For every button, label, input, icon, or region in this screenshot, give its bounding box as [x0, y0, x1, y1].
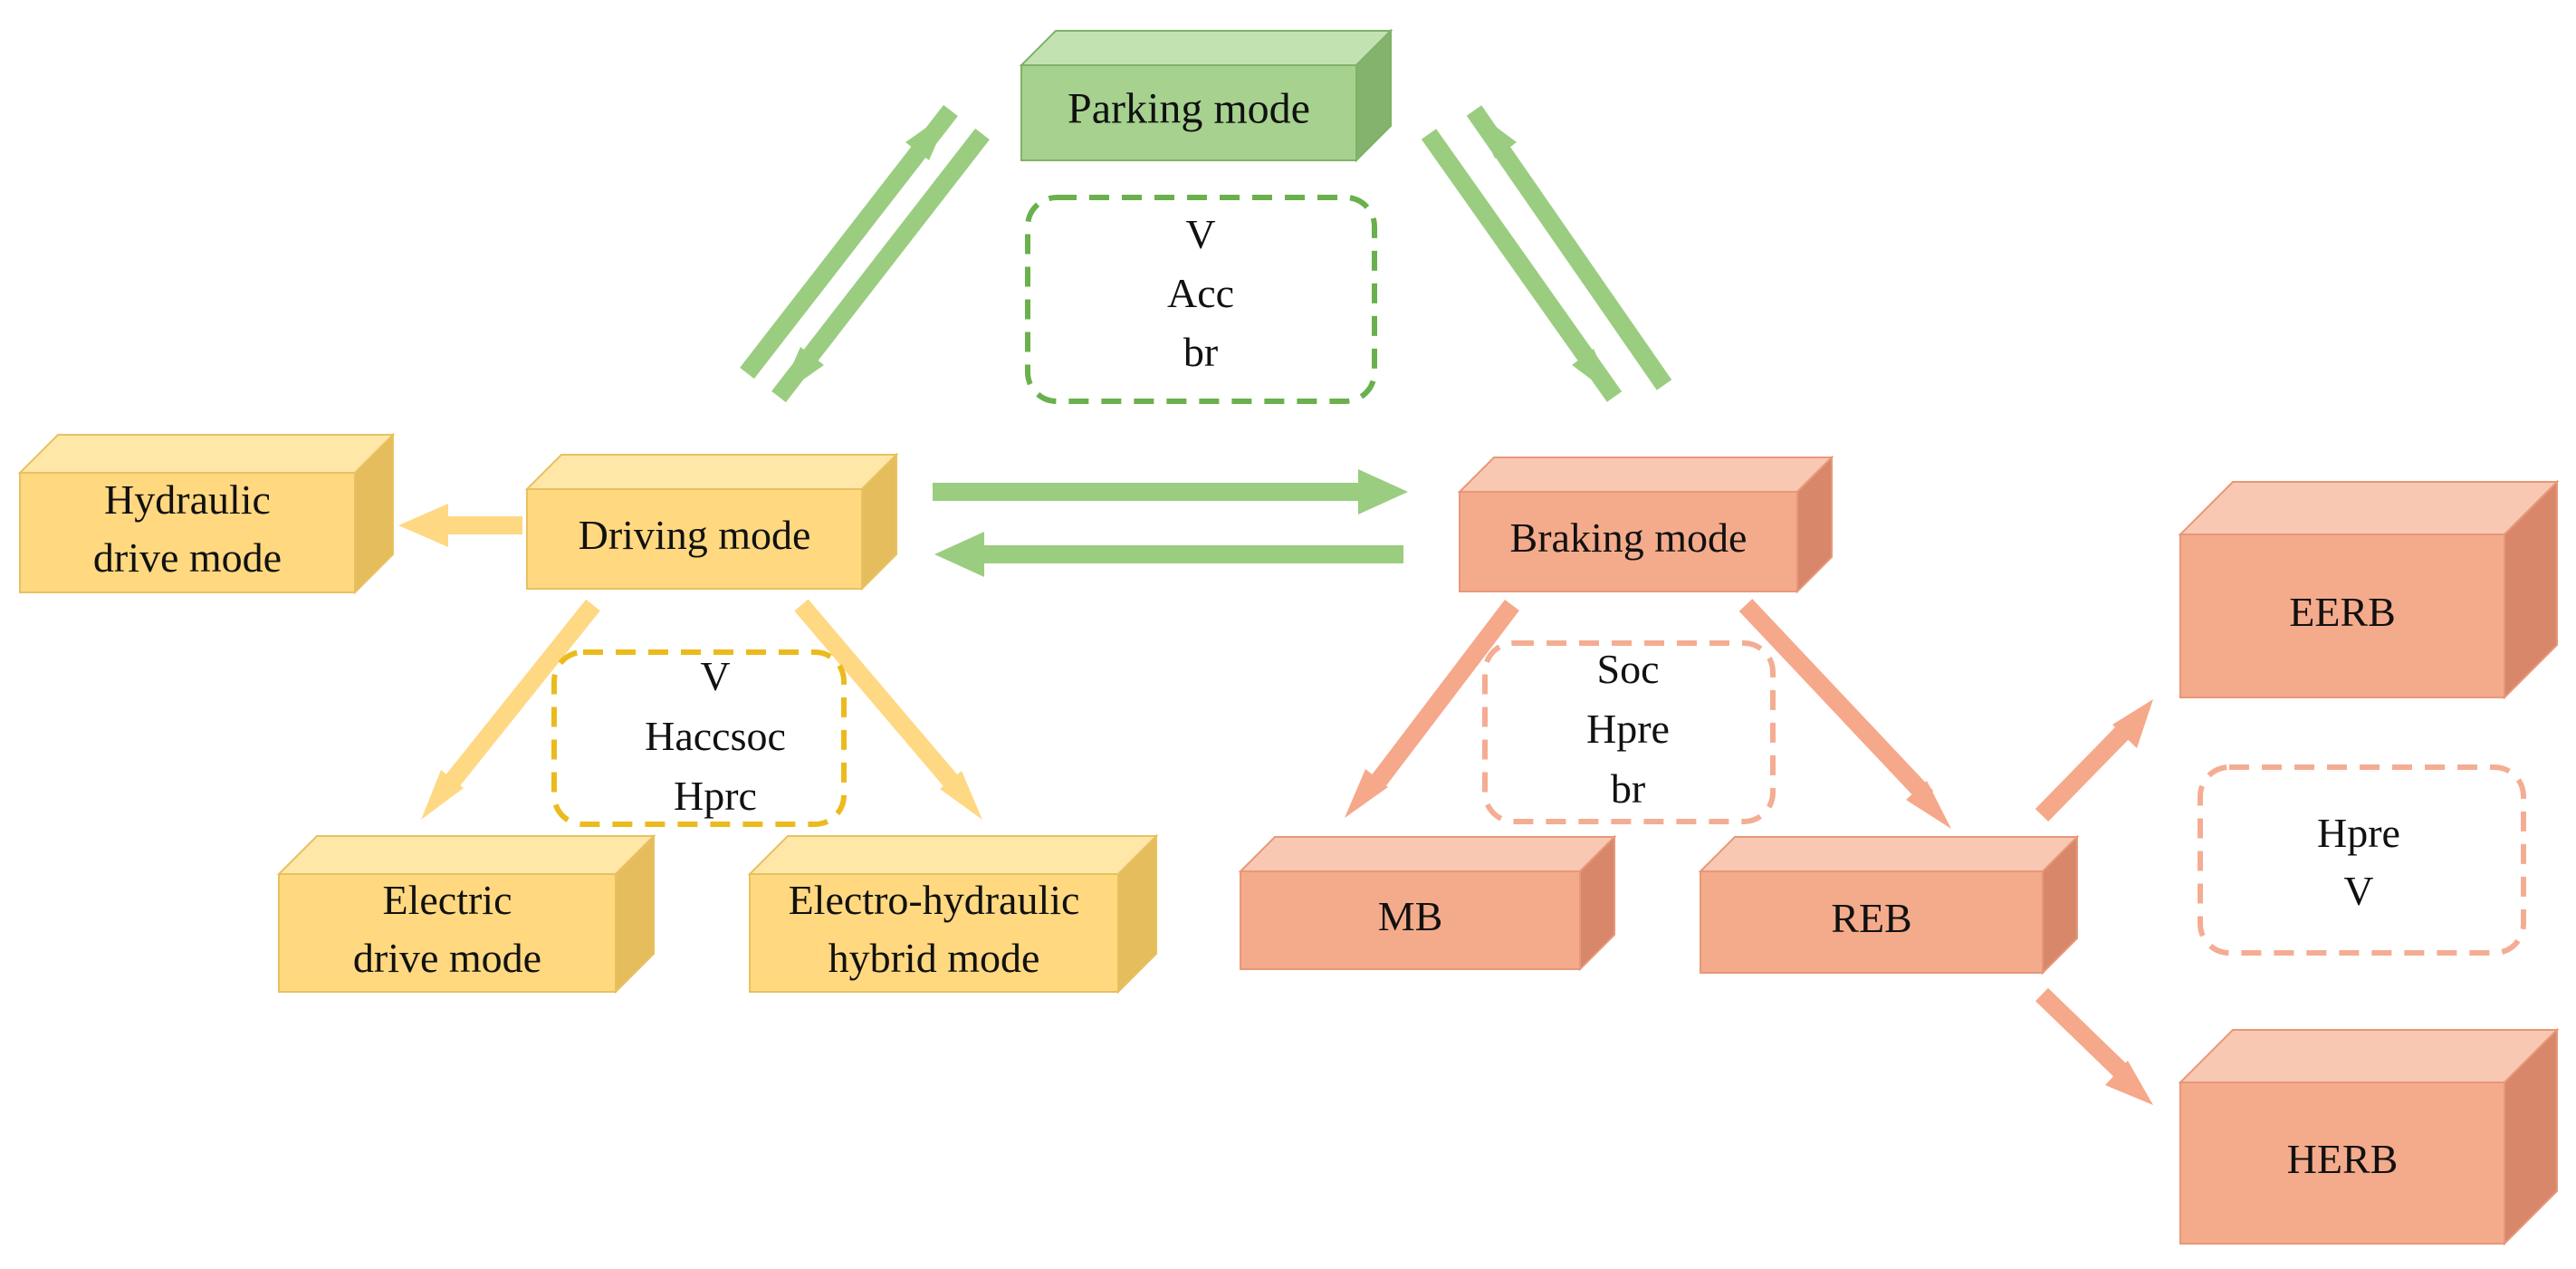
arrowhead-driving-to-parking	[905, 111, 951, 160]
arrowhead-reb-to-eerb	[2112, 699, 2153, 748]
arrow-braking-to-parking	[1466, 105, 1672, 390]
herb-box: HERB	[2178, 1027, 2560, 1246]
text-line: Hpre	[1586, 706, 1670, 752]
text-line: br	[1611, 765, 1645, 812]
arrow-braking-to-mb	[1367, 599, 1519, 793]
arrow-reb-to-herb	[2035, 987, 2130, 1081]
condition-text-parking: V Acc br	[1167, 211, 1234, 375]
electro-hydraulic-hybrid-mode-box: Electro-hydraulic hybrid mode	[747, 833, 1159, 995]
text-line: V	[700, 653, 730, 699]
arrowhead-braking-to-parking	[1474, 111, 1517, 159]
arrowhead-driving-to-electric	[421, 770, 464, 820]
box-label: Electro-hydraulic hybrid mode	[789, 876, 1080, 980]
arrowhead-driving-to-braking	[1358, 469, 1408, 514]
text-line: Acc	[1167, 270, 1234, 316]
mb-box: MB	[1238, 834, 1617, 972]
arrowhead-driving-to-hydraulic	[398, 504, 448, 547]
arrowhead-reb-to-herb	[2105, 1061, 2153, 1105]
box-top-face	[747, 835, 1159, 875]
box-label: HERB	[2287, 1136, 2399, 1182]
text-line: MB	[1378, 893, 1443, 939]
box-label: Braking mode	[1510, 514, 1748, 561]
text-line: EERB	[2289, 589, 2396, 635]
text-line: hybrid mode	[828, 935, 1040, 981]
box-label: EERB	[2289, 589, 2396, 635]
box-front-face	[749, 873, 1119, 993]
box-top-face	[524, 454, 899, 490]
text-line: drive mode	[353, 935, 541, 981]
box-label: Electric drive mode	[353, 876, 541, 980]
text-line: Hprc	[674, 773, 757, 819]
box-top-face	[1698, 836, 2080, 872]
text-line: V	[1185, 211, 1215, 257]
text-line: Braking mode	[1510, 514, 1748, 561]
arrow-driving-to-electrohydraulic	[794, 599, 962, 793]
text-line: V	[2343, 868, 2373, 914]
text-line: Driving mode	[579, 512, 811, 558]
eerb-box: EERB	[2178, 479, 2560, 700]
arrow-parking-to-driving	[771, 128, 990, 403]
arrow-braking-to-reb	[1738, 599, 1934, 803]
text-line: drive mode	[93, 534, 282, 581]
arrowhead-parking-to-driving	[779, 347, 824, 397]
condition-box-parking: V Acc br	[1025, 195, 1377, 404]
text-line: Hpre	[2317, 810, 2400, 856]
text-line: HERB	[2287, 1136, 2399, 1182]
text-line: Soc	[1597, 646, 1660, 692]
text-line: br	[1183, 329, 1218, 375]
box-label: Hydraulic drive mode	[93, 476, 282, 580]
parking-mode-box: Parking mode	[1019, 28, 1393, 163]
box-front-face	[1240, 870, 1581, 970]
box-top-face	[1019, 30, 1393, 66]
text-line: Haccsoc	[645, 713, 786, 759]
box-top-face	[17, 434, 396, 474]
arrowhead-braking-to-reb	[1906, 781, 1951, 829]
box-front-face	[278, 873, 617, 993]
box-front-face	[526, 488, 863, 590]
box-top-face	[2178, 1029, 2560, 1083]
box-top-face	[1457, 457, 1834, 493]
electric-drive-mode-box: Electric drive mode	[276, 833, 656, 995]
arrow-driving-to-electric	[441, 599, 600, 793]
arrow-driving-to-parking	[740, 104, 958, 380]
box-front-face	[19, 472, 356, 593]
text-line: Hydraulic	[104, 476, 271, 522]
braking-mode-box: Braking mode	[1457, 455, 1834, 594]
box-front-face	[1020, 64, 1357, 161]
box-label: MB	[1378, 893, 1443, 939]
arrowhead-driving-to-electrohydraulic	[940, 771, 982, 820]
hydraulic-drive-mode-box: Hydraulic drive mode	[17, 432, 396, 595]
box-top-face	[276, 835, 656, 875]
arrowhead-braking-to-mb	[1345, 769, 1388, 818]
driving-mode-box: Driving mode	[524, 452, 899, 591]
reb-box: REB	[1698, 834, 2080, 976]
arrow-parking-to-braking	[1421, 129, 1623, 402]
box-front-face	[1459, 491, 1798, 592]
arrowhead-parking-to-braking	[1572, 349, 1614, 397]
text-line: REB	[1831, 895, 1911, 941]
box-front-face	[2179, 534, 2505, 698]
text-line: Parking mode	[1068, 85, 1310, 133]
box-label: Driving mode	[579, 512, 811, 558]
box-top-face	[1238, 836, 1617, 872]
box-label: Parking mode	[1068, 85, 1310, 133]
text-line: Electric	[382, 876, 512, 922]
box-front-face	[2179, 1082, 2505, 1245]
arrowhead-braking-to-driving	[934, 532, 984, 577]
box-label: REB	[1831, 895, 1911, 941]
box-front-face	[1700, 870, 2044, 974]
text-line: Electro-hydraulic	[789, 876, 1080, 922]
box-top-face	[2178, 481, 2560, 535]
arrow-reb-to-eerb	[2035, 726, 2131, 822]
